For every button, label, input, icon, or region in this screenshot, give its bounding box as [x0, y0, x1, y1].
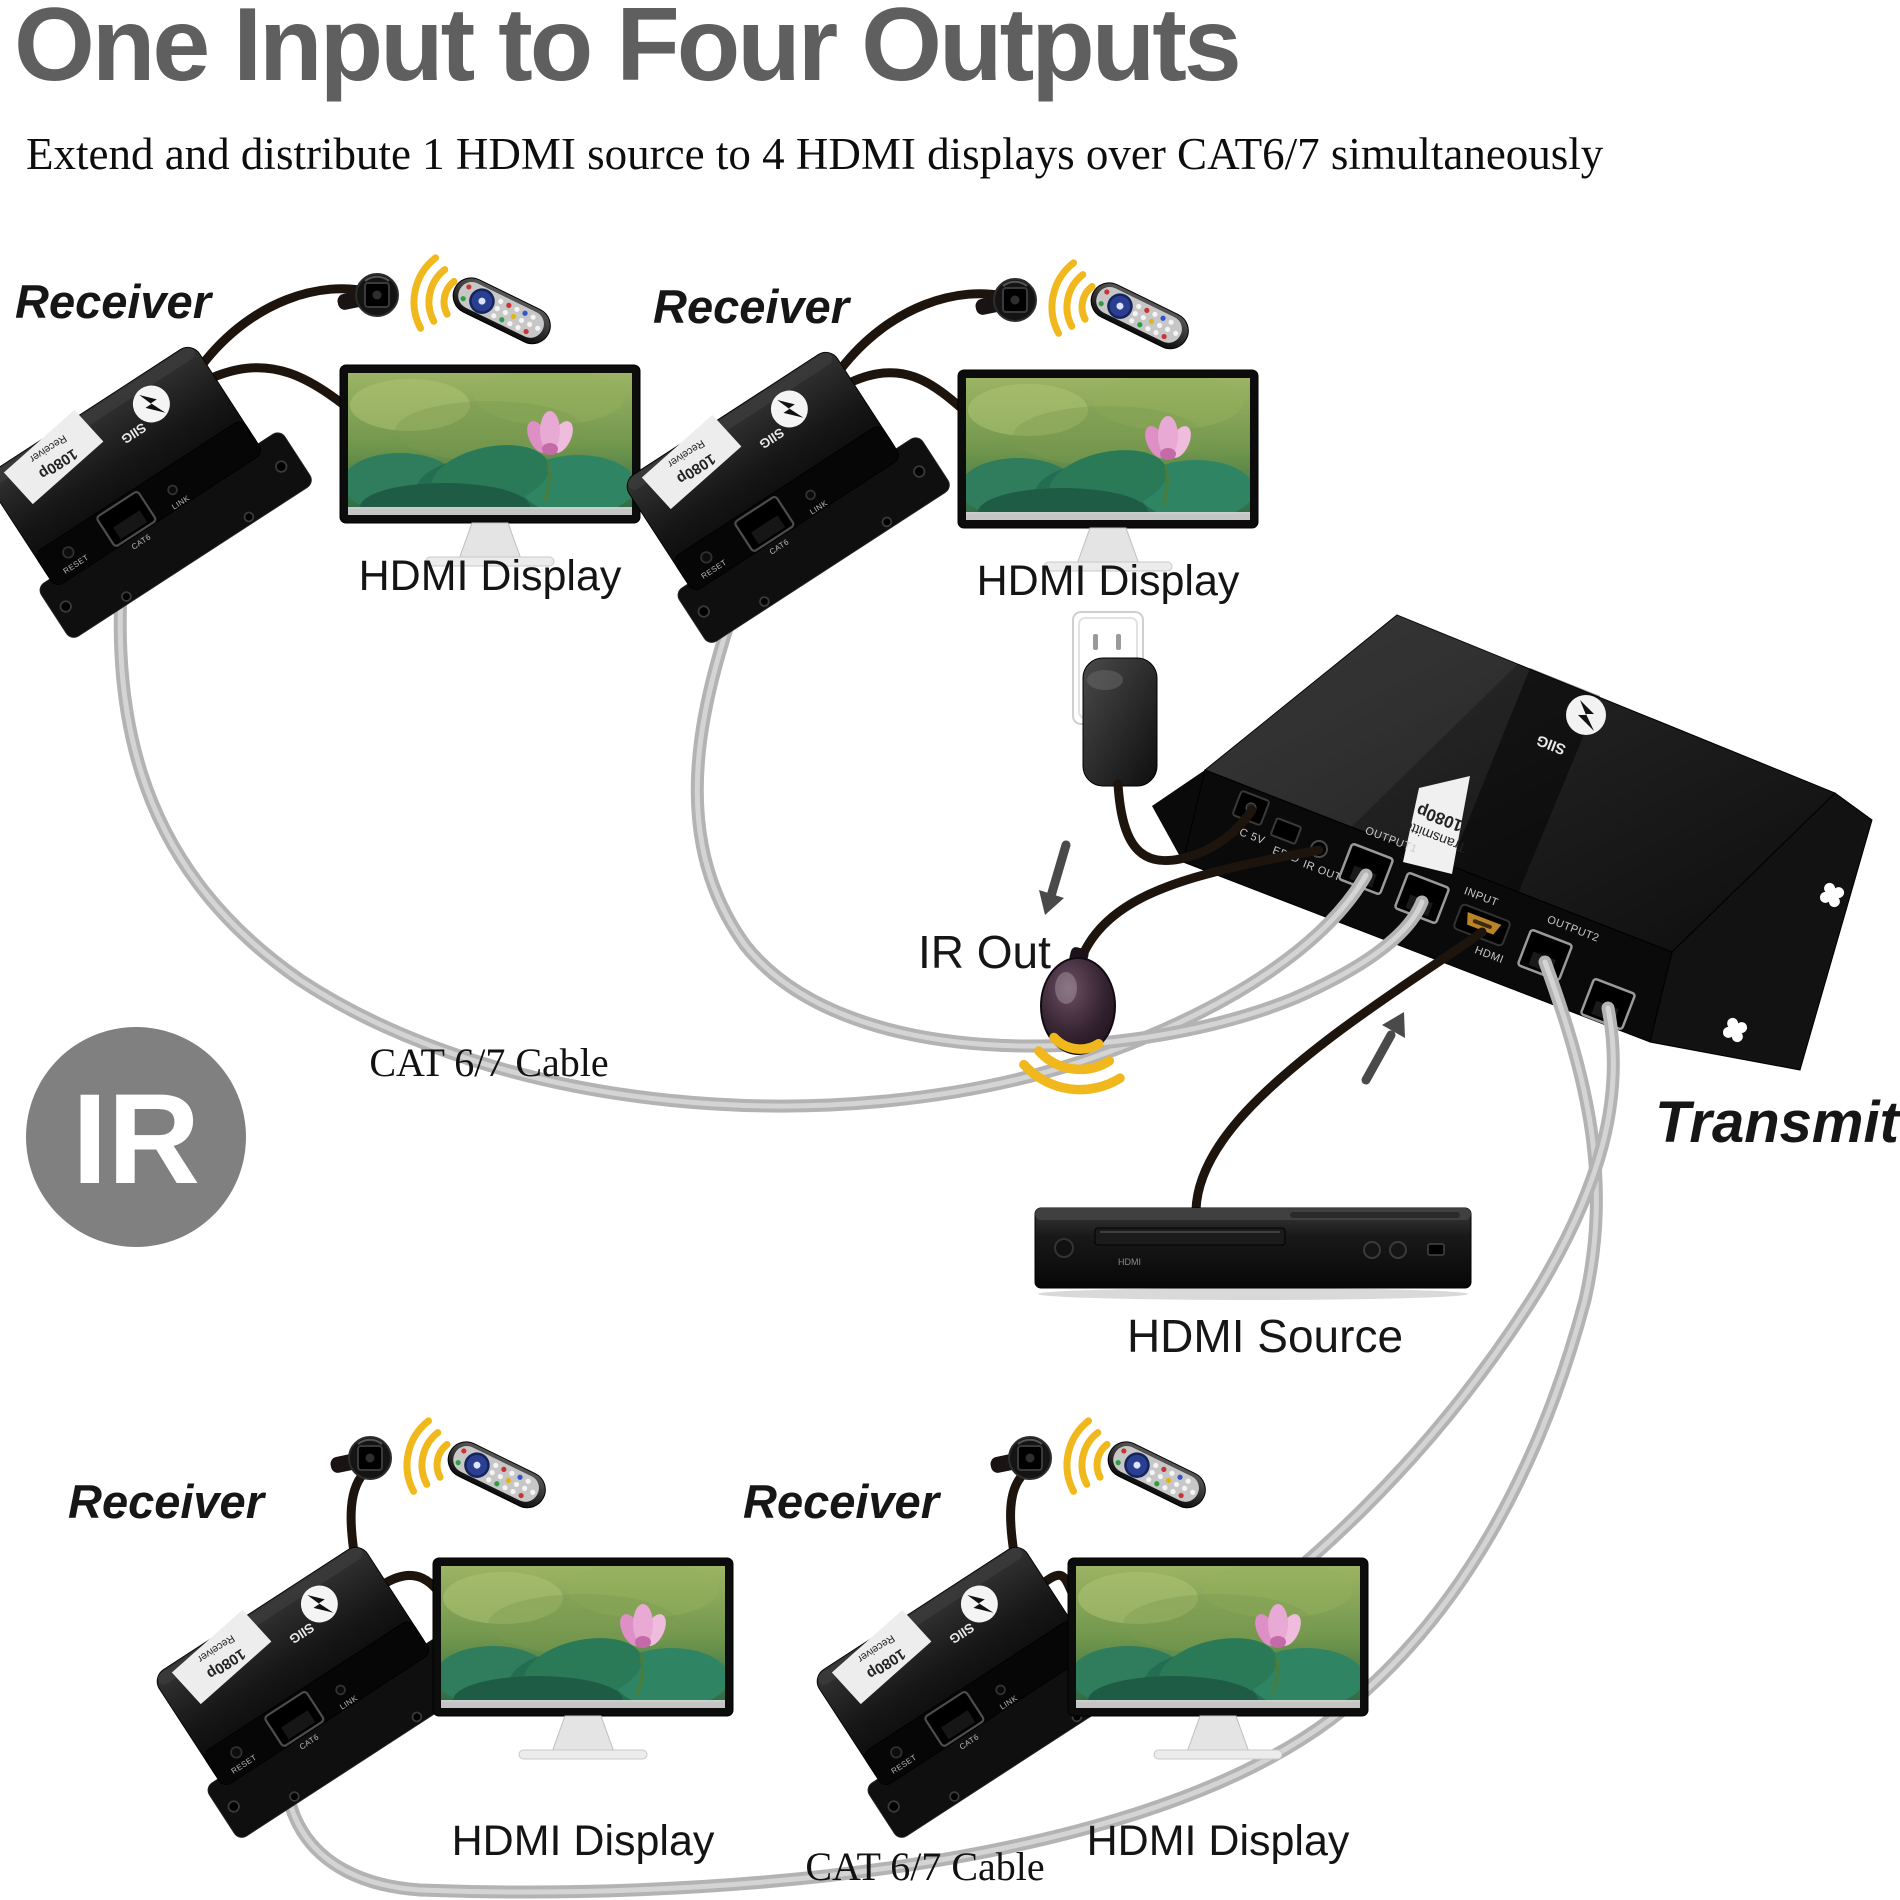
page-subtitle: Extend and distribute 1 HDMI source to 4…	[26, 129, 1604, 179]
power-outlet-group	[1072, 611, 1158, 787]
edid-switch[interactable]	[1270, 817, 1302, 845]
input-arrow	[1361, 1030, 1396, 1085]
receiver-label: Receiver	[15, 275, 214, 328]
hdmi-display-label: HDMI Display	[359, 552, 622, 600]
hdmi-display	[958, 370, 1258, 571]
transmitter-label: Transmitter	[1655, 1090, 1900, 1155]
ir-extension-cable	[197, 284, 375, 370]
receiver-group-2: Receiver HDMI Display	[603, 260, 1258, 648]
output2-port-a[interactable]	[1517, 929, 1573, 981]
transmitter-logo-band	[1445, 668, 1600, 908]
page-title: One Input to Four Outputs	[14, 0, 1242, 103]
ir-out-arrow	[1046, 840, 1071, 901]
hdmi-display-label: HDMI Display	[1087, 1817, 1350, 1865]
hdmi-display	[340, 365, 640, 566]
ir-out-label: IR Out	[918, 926, 1051, 978]
player-hdmi-mark: HDMI	[1118, 1257, 1141, 1267]
power-knob[interactable]	[1054, 1238, 1074, 1258]
receiver-group-1: Receiver HDMI Display	[0, 255, 640, 643]
receiver-label: Receiver	[68, 1475, 267, 1528]
hdmi-source-cable	[1191, 927, 1487, 1215]
play-button[interactable]	[1363, 1241, 1381, 1259]
disc-tray[interactable]	[1094, 1227, 1286, 1246]
power-cable	[1113, 779, 1257, 866]
ir-badge	[26, 1027, 246, 1247]
cat-cable-label-top: CAT 6/7 Cable	[369, 1040, 608, 1085]
ir-extension-cable	[835, 289, 1013, 375]
ir-emitter-cable	[1075, 845, 1324, 967]
receiver-label: Receiver	[653, 280, 852, 333]
transmitter-sticker	[1403, 776, 1470, 874]
receiver-group-3: Receiver HDMI Display	[68, 1418, 733, 1865]
hdmi-display	[433, 1558, 733, 1759]
hdmi-display-label: HDMI Display	[452, 1817, 715, 1865]
receiver-label: Receiver	[743, 1475, 942, 1528]
transmitter-unit: SIIG Transmitter 1080p DC 5V EDID IR OUT	[1152, 614, 1873, 1071]
ir-badge-text: IR	[72, 1068, 200, 1211]
usb-port[interactable]	[1427, 1243, 1445, 1256]
hdmi-source-player: HDMI	[1034, 1207, 1472, 1300]
receiver-group-4: Receiver HDMI Display	[743, 1418, 1368, 1865]
hdmi-display-label: HDMI Display	[977, 557, 1240, 605]
transmitter-left-tip	[1152, 770, 1205, 862]
stop-button[interactable]	[1389, 1241, 1407, 1259]
ir-emitter	[1040, 947, 1116, 1055]
cat-cable-label-bottom: CAT 6/7 Cable	[805, 1844, 1044, 1889]
hdmi-source-label: HDMI Source	[1127, 1310, 1403, 1362]
